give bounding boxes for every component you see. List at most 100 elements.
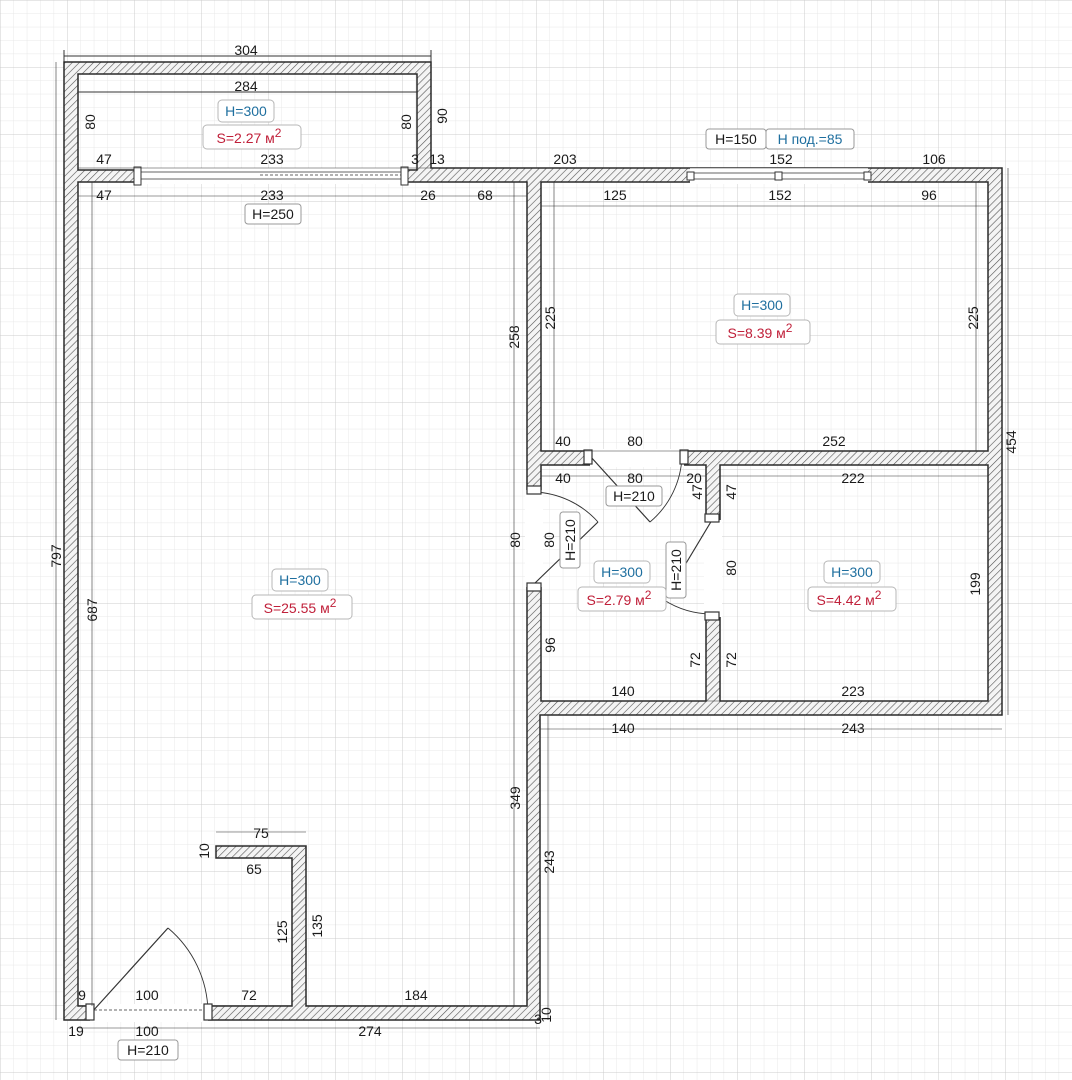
dim-20: 20	[686, 470, 702, 486]
dim-13: 13	[429, 151, 445, 167]
bedroom-height: H=300	[741, 297, 783, 313]
window-jamb-left	[686, 171, 695, 181]
dim-225: 225	[542, 306, 558, 330]
balcony-door-jamb-right	[400, 166, 409, 186]
room-living: H=300 S=25.55 м2	[251, 568, 353, 620]
dim-9: 9	[78, 987, 86, 1003]
dim-10: 10	[196, 843, 212, 859]
dim-797: 797	[48, 544, 64, 568]
dim-125: 125	[603, 187, 627, 203]
dim-68: 68	[477, 187, 493, 203]
window-sill-height: H под.=85	[778, 131, 843, 147]
dim-152: 152	[769, 151, 793, 167]
dim-243: 243	[541, 850, 557, 874]
dim-80: 80	[627, 470, 643, 486]
dim-225: 225	[965, 306, 981, 330]
dim-96: 96	[542, 637, 558, 653]
dim-47: 47	[96, 151, 112, 167]
dim-72: 72	[241, 987, 257, 1003]
dim-80: 80	[627, 433, 643, 449]
dim-243: 243	[841, 720, 865, 736]
room-bathroom: H=300 S=4.42 м2	[807, 560, 897, 612]
dim-72: 72	[687, 652, 703, 668]
balcony-door-opening	[138, 168, 406, 184]
hall-door-top-height: H=210	[613, 488, 655, 504]
dimension-labels: 304 284 80 80 90 47 233 3 13 203 152 106…	[48, 42, 1019, 1039]
dim-233: 233	[260, 151, 284, 167]
window-jamb-mid	[774, 171, 783, 181]
dim-47: 47	[96, 187, 112, 203]
hallway-area: S=2.79 м2	[587, 588, 652, 608]
dim-3: 3	[411, 151, 419, 167]
dimension-lines	[55, 50, 1009, 1029]
room-balcony: H=300 S=2.27 м2	[202, 99, 302, 150]
balcony-door-height: H=250	[252, 206, 294, 222]
dim-80: 80	[541, 532, 557, 548]
dim-75: 75	[253, 825, 269, 841]
dim-72: 72	[723, 652, 739, 668]
dim-252: 252	[822, 433, 846, 449]
dim-304: 304	[234, 42, 258, 58]
living-height: H=300	[279, 572, 321, 588]
bathroom-area: S=4.42 м2	[817, 588, 882, 608]
dim-203: 203	[553, 151, 577, 167]
dim-96: 96	[921, 187, 937, 203]
dim-90: 90	[434, 108, 450, 124]
hall-door-left	[526, 485, 599, 592]
dim-100: 100	[135, 987, 159, 1003]
dim-274: 274	[358, 1023, 382, 1039]
dim-135: 135	[309, 914, 325, 938]
dim-258: 258	[506, 325, 522, 349]
dim-80: 80	[723, 560, 739, 576]
dim-40: 40	[555, 433, 571, 449]
dim-199: 199	[967, 572, 983, 596]
dim-222: 222	[841, 470, 865, 486]
dim-80: 80	[398, 114, 414, 130]
opening-tags: H=250 H=150 H под.=85 H=210 H=210 H=210 …	[117, 128, 855, 1061]
dim-19: 19	[68, 1023, 84, 1039]
dim-125: 125	[274, 920, 290, 944]
dim-454: 454	[1003, 430, 1019, 454]
dim-349: 349	[507, 786, 523, 810]
dim-106: 106	[922, 151, 946, 167]
window-jamb-right	[863, 171, 872, 181]
dim-80: 80	[507, 532, 523, 548]
hall-door-left-opening	[525, 490, 543, 587]
bedroom-area: S=8.39 м2	[728, 321, 793, 341]
room-bedroom: H=300 S=8.39 м2	[715, 293, 811, 345]
dim-3: 3	[534, 1011, 542, 1027]
dim-233: 233	[260, 187, 284, 203]
window-height: H=150	[715, 131, 757, 147]
living-area: S=25.55 м2	[264, 596, 337, 616]
bath-door-opening	[704, 520, 722, 617]
bath-door-height: H=210	[668, 549, 684, 591]
entrance-door-height: H=210	[127, 1042, 169, 1058]
dim-140: 140	[611, 683, 635, 699]
dim-47: 47	[723, 484, 739, 500]
dim-80: 80	[82, 114, 98, 130]
dim-184: 184	[404, 987, 428, 1003]
balcony-height: H=300	[225, 103, 267, 119]
hall-door-left-height: H=210	[562, 519, 578, 561]
dim-223: 223	[841, 683, 865, 699]
dim-140: 140	[611, 720, 635, 736]
dim-40: 40	[555, 470, 571, 486]
entrance-door	[85, 927, 213, 1021]
dim-152: 152	[768, 187, 792, 203]
dim-47: 47	[689, 484, 705, 500]
dim-65: 65	[246, 861, 262, 877]
entrance-door-opening	[90, 1004, 208, 1022]
room-hallway: H=300 S=2.79 м2	[577, 560, 667, 612]
hallway-height: H=300	[601, 564, 643, 580]
dim-687: 687	[84, 598, 100, 622]
dim-10: 10	[538, 1007, 554, 1023]
balcony-door-glazing	[140, 171, 404, 180]
dim-26: 26	[420, 187, 436, 203]
balcony-area: S=2.27 м2	[217, 126, 282, 146]
dim-100: 100	[135, 1023, 159, 1039]
dim-284: 284	[234, 78, 258, 94]
balcony-door-jamb-left	[133, 166, 142, 186]
bathroom-height: H=300	[831, 564, 873, 580]
hall-door-top-opening	[590, 449, 684, 467]
